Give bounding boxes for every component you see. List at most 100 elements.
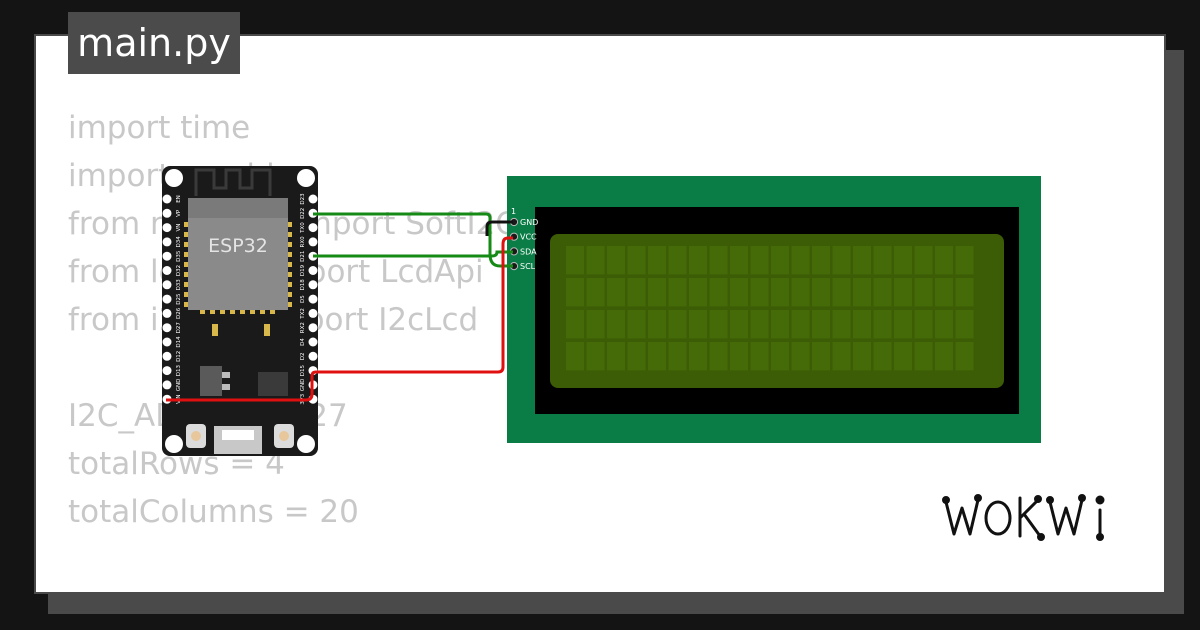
lcd-cell [853,310,872,339]
pin-d19[interactable] [308,266,318,275]
lcd-cell [935,246,954,275]
pin-rx0[interactable] [308,237,318,247]
pad [184,282,188,287]
filename-label: main.py [77,21,231,65]
pad [184,242,188,247]
pin-d25[interactable] [162,294,172,304]
pin-label: D12 [176,351,182,362]
lcd-cell [689,278,708,307]
lcd-cell [689,246,708,275]
lcd-cell [791,310,810,339]
esp32-label: ESP32 [208,235,268,257]
lcd-cell [812,310,831,339]
pad [288,292,292,297]
pad [184,292,188,297]
lcd-cell [873,278,892,307]
pin-label: D34 [176,236,182,248]
pin-d27[interactable] [162,323,172,333]
pin-tx0[interactable] [308,223,318,233]
lcd-cell [627,278,646,307]
lcd-cell [832,310,851,339]
pad [210,310,215,314]
pin-label: D21 [300,251,306,262]
lcd-cell [791,246,810,275]
pad [212,324,218,336]
pin-vp[interactable] [162,208,172,218]
pin-d18[interactable] [308,280,318,290]
lcd-cell [668,310,687,339]
pin-rx2[interactable] [308,323,318,333]
wire-vcc[interactable] [166,236,513,402]
lcd-cell [607,246,626,275]
lcd-cell [832,278,851,307]
pin-tx2[interactable] [308,308,318,318]
pad [184,232,188,237]
lcd-cell [935,310,954,339]
pin-label: D19 [300,264,306,276]
pin-d33[interactable] [162,280,172,290]
pin-vn[interactable] [162,223,172,233]
lcd-cell [812,342,831,371]
lcd-cell [955,278,974,307]
lcd-cell [873,310,892,339]
antenna-trace [194,168,272,196]
pin-label: D25 [176,293,182,305]
pin-d35[interactable] [162,251,172,261]
pin-label: GND [176,379,182,392]
lcd-cell [689,342,708,371]
pin-label: GND [300,379,306,392]
pin-d5[interactable] [308,294,318,304]
pad [264,324,270,336]
code-line: i2c = SoftI2C(scl=Pin(22), sda=Pin(21), … [68,584,889,592]
wire-sda[interactable] [313,250,513,258]
pin-d4[interactable] [308,337,318,347]
lcd-cell [914,342,933,371]
pin-d32[interactable] [162,266,172,275]
lcd-cell [730,246,749,275]
pin-d2[interactable] [308,351,318,361]
lcd-cell [914,310,933,339]
pin-d34[interactable] [162,237,172,247]
pin-d26[interactable] [162,308,172,318]
lcd-pin-label: VCC [520,233,537,242]
pad [288,232,292,237]
lcd-pin-number: 1 [511,207,516,216]
pin-d12[interactable] [162,351,172,361]
pin-d13[interactable] [162,366,172,376]
pad [184,302,188,307]
pin-gnd[interactable] [162,380,172,390]
pad [184,262,188,267]
filename-tab[interactable]: main.py [68,12,240,74]
lcd-cell [914,246,933,275]
pad [288,302,292,307]
wire-scl[interactable] [313,212,513,268]
esp32-board[interactable]: ESP32 ENVPVND34D35D32D33D25D26D27D14D12D… [162,166,318,456]
pin-label: D15 [300,364,306,376]
lcd-cell [853,342,872,371]
lcd-cell [709,246,728,275]
lcd-cell [935,342,954,371]
lcd-cell [689,310,708,339]
pin-label: TX2 [300,308,306,320]
pin-label: D13 [176,364,182,376]
lcd-cell [873,342,892,371]
pad [184,272,188,277]
lcd-cell [955,246,974,275]
pin-d14[interactable] [162,337,172,347]
lcd-cell [955,310,974,339]
lcd-cell [586,278,605,307]
lcd-cell [750,342,769,371]
lcd-cell [914,278,933,307]
lcd-cell [648,246,667,275]
pin-d23[interactable] [308,194,318,204]
wire-gnd[interactable] [485,220,513,236]
lcd-cell [894,246,913,275]
lcd-cell [771,278,790,307]
pin-label: EN [176,195,182,203]
lcd-cell [935,278,954,307]
lcd-pin-label: SCL [520,262,536,271]
lcd-cell [750,246,769,275]
pin-en[interactable] [162,194,172,204]
